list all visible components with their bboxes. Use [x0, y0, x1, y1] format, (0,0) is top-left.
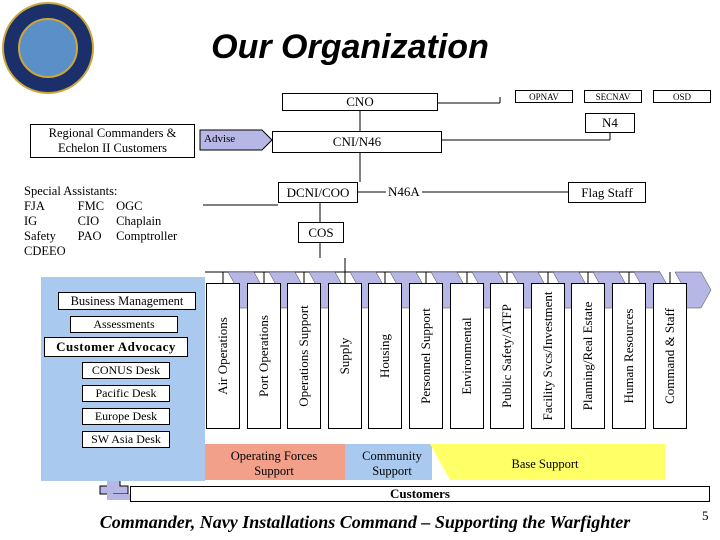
regional-line2: Echelon II Customers — [57, 141, 167, 155]
europe-desk-box: Europe Desk — [82, 408, 170, 425]
cno-box: CNO — [282, 93, 438, 111]
community-support-label: Community Support — [362, 449, 422, 478]
special-cell — [78, 244, 116, 259]
special-row: CDEEO — [24, 244, 189, 259]
column-environmental: Environmental — [450, 283, 484, 429]
customers-bar: Customers — [130, 486, 710, 502]
special-cell: FMC — [77, 199, 105, 213]
special-assistants-table: FJA FMC OGC IG CIO Chaplain Safety PAO C… — [24, 199, 189, 259]
column-label: Operations Support — [296, 305, 311, 407]
page-number: 5 — [702, 508, 709, 523]
column-label: Human Resources — [621, 308, 636, 404]
base-support-label: Base Support — [511, 457, 579, 471]
special-cell: PAO — [77, 229, 102, 243]
operating-forces-support-label: Operating Forces Support — [230, 449, 318, 478]
column-label: Housing — [377, 333, 392, 379]
special-cell: CIO — [77, 214, 100, 228]
column-planning-real-estate: Planning/Real Estate — [571, 283, 605, 429]
special-cell: OGC — [116, 199, 143, 213]
opnav-box: OPNAV — [515, 90, 573, 103]
special-row: Safety PAO Comptroller — [24, 229, 189, 244]
column-label: Supply — [337, 337, 352, 375]
page-title: Our Organization — [211, 28, 489, 66]
flag-staff-box: Flag Staff — [568, 182, 646, 203]
column-public-safety-atfp: Public Safety/ATFP — [490, 283, 524, 429]
conus-desk-box: CONUS Desk — [82, 362, 170, 379]
anchor-trident-icon — [18, 18, 78, 78]
cni-n46-box: CNI/N46 — [272, 131, 442, 153]
column-label: Planning/Real Estate — [580, 301, 595, 411]
special-cell: FJA — [24, 199, 45, 213]
assessments-box: Assessments — [70, 316, 178, 333]
cos-box: COS — [298, 222, 344, 243]
special-cell: IG — [24, 214, 38, 228]
regional-commanders-box: Regional Commanders & Echelon II Custome… — [30, 124, 195, 158]
column-label: Facility Svcs/Investment — [540, 291, 555, 421]
special-row: IG CIO Chaplain — [24, 214, 189, 229]
column-housing: Housing — [368, 283, 402, 429]
special-assistants-heading: Special Assistants: — [24, 184, 118, 198]
special-cell: CDEEO — [24, 244, 66, 258]
swasia-desk-box: SW Asia Desk — [82, 431, 170, 448]
footer-tagline: Commander, Navy Installations Command – … — [99, 512, 631, 532]
column-label: Public Safety/ATFP — [499, 304, 514, 408]
pacific-desk-box: Pacific Desk — [82, 385, 170, 402]
special-assistants: Special Assistants: FJA FMC OGC IG CIO C… — [24, 184, 189, 259]
special-cell: Chaplain — [116, 214, 162, 228]
business-management-box: Business Management — [58, 292, 196, 310]
column-label: Air Operations — [215, 317, 230, 395]
column-label: Port Operations — [256, 315, 271, 397]
column-air-operations: Air Operations — [206, 283, 240, 429]
special-row: FJA FMC OGC — [24, 199, 189, 214]
column-port-operations: Port Operations — [247, 283, 281, 429]
column-command-staff: Command & Staff — [653, 283, 687, 429]
customer-advocacy-box: Customer Advocacy — [44, 337, 188, 357]
column-label: Command & Staff — [662, 308, 677, 404]
command-seal-logo — [2, 2, 94, 94]
column-supply: Supply — [328, 283, 362, 429]
special-cell — [116, 244, 189, 259]
osd-box: OSD — [653, 90, 711, 103]
secnav-box: SECNAV — [584, 90, 642, 103]
advise-label: Advise — [204, 133, 236, 145]
special-cell: Safety — [24, 229, 56, 243]
regional-line1: Regional Commanders & — [48, 126, 177, 140]
special-cell: Comptroller — [116, 229, 178, 243]
n46a-label: N46A — [386, 184, 422, 200]
column-label: Personnel Support — [418, 308, 433, 404]
column-operations-support: Operations Support — [287, 283, 321, 429]
column-personnel-support: Personnel Support — [409, 283, 443, 429]
column-facility-svcs-investment: Facility Svcs/Investment — [531, 283, 565, 429]
n4-box: N4 — [585, 113, 635, 133]
dcni-coo-box: DCNI/COO — [278, 182, 358, 203]
column-human-resources: Human Resources — [612, 283, 646, 429]
column-label: Environmental — [459, 317, 474, 395]
